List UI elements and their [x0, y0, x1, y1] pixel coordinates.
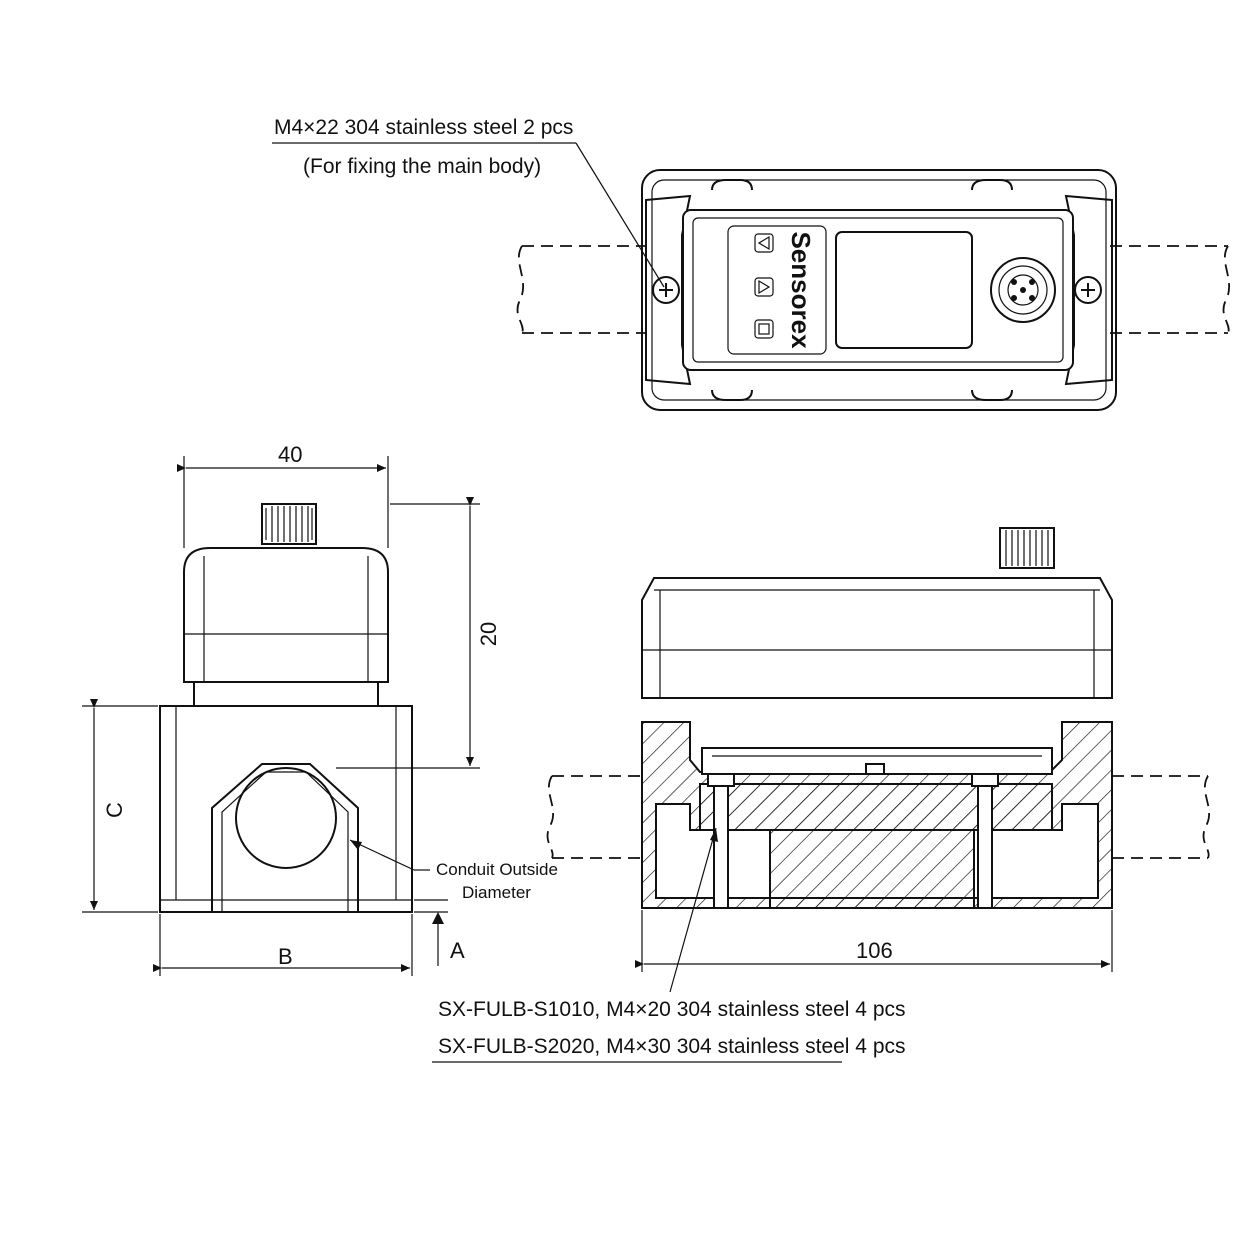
- side-view: 40 20 C B A Conduit Outside Diameter: [82, 442, 558, 976]
- side-mount-block: [159, 705, 413, 913]
- dim-a-label: A: [450, 938, 465, 963]
- top-view: Sensorex M4×22 304 stainless stee: [272, 116, 1231, 411]
- dim-b-label: B: [278, 944, 293, 969]
- screw-front-right-icon: [971, 773, 999, 909]
- connector-side-icon: [261, 503, 317, 545]
- keypad-panel: [727, 225, 827, 355]
- screw-top-label-line2: (For fixing the main body): [303, 155, 541, 178]
- side-head-body: [183, 547, 389, 683]
- screw-bottom-label-line1: SX-FULB-S1010, M4×20 304 stainless steel…: [438, 998, 906, 1021]
- up-key-icon: [754, 233, 774, 253]
- dim-106-label: 106: [856, 938, 893, 963]
- front-section-view: 106 SX-FULB-S1010, M4×20 304 stainless s…: [432, 527, 1211, 1063]
- connector-front-icon: [999, 527, 1055, 569]
- screw-left-icon: [652, 276, 680, 304]
- screw-front-left-icon: [707, 773, 735, 909]
- clamp-plate-section: [699, 783, 1053, 831]
- base-block-section: [769, 829, 975, 909]
- screw-bottom-leader: [669, 827, 717, 993]
- conduit-leader: [349, 839, 415, 871]
- main-body-outline: [641, 169, 1117, 411]
- front-head-body: [641, 577, 1113, 699]
- display-screen: [835, 231, 973, 349]
- dim-20-label: 20: [476, 622, 501, 646]
- enter-key-icon: [754, 319, 774, 339]
- pipe-outline-top: [516, 245, 1231, 334]
- conduit-label-line2: Diameter: [462, 883, 531, 902]
- screw-bottom-label-line2: SX-FULB-S2020, M4×30 304 stainless steel…: [438, 1035, 906, 1058]
- screw-top-label-line1: M4×22 304 stainless steel 2 pcs: [274, 116, 573, 139]
- screw-right-icon: [1074, 276, 1102, 304]
- sensor-head: [682, 209, 1074, 371]
- conduit-label-line1: Conduit Outside: [436, 860, 558, 879]
- connector-top-icon: [990, 257, 1056, 323]
- dim-c-label: C: [102, 802, 127, 818]
- down-key-icon: [754, 277, 774, 297]
- screw-top-leader: [575, 142, 665, 288]
- brand-mark: Sensorex: [786, 231, 816, 349]
- dim-40-label: 40: [278, 442, 302, 467]
